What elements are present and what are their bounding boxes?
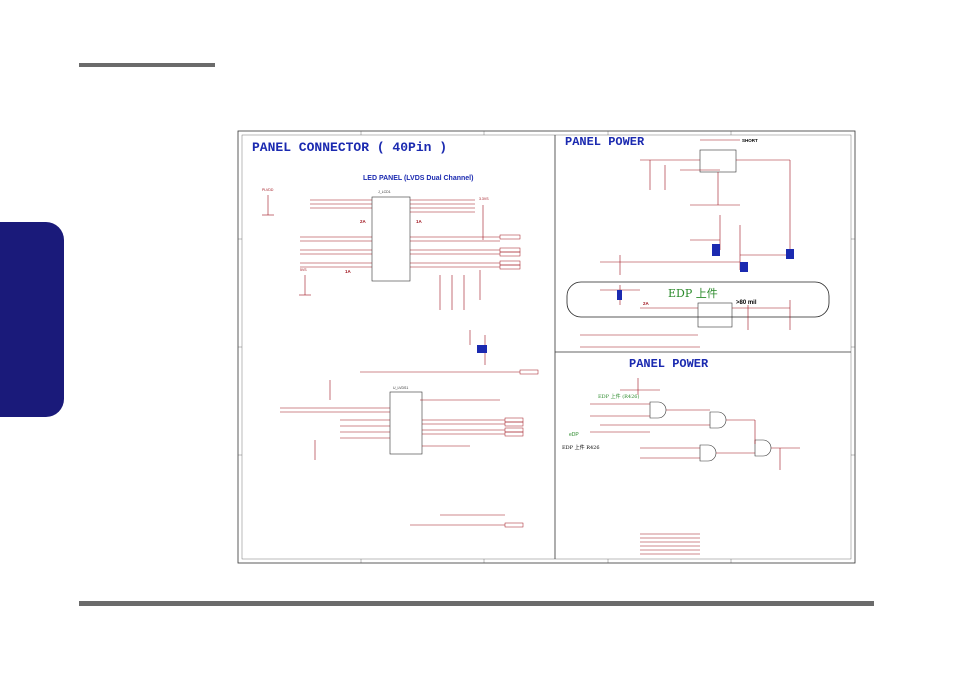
net-plvdd-label: PLVDD [262, 188, 274, 192]
net-3v3-label: 3.3VS [479, 197, 489, 201]
current-label-2a: 2A [360, 219, 366, 224]
short-label: SHORT [742, 138, 758, 143]
current-label-2a-edp: 2A [643, 301, 649, 306]
jumper-block [477, 345, 487, 353]
footer-rule [79, 601, 874, 606]
frame-ticks [238, 131, 855, 563]
power-mosfet-marks [617, 244, 794, 300]
lvds-ic-wires [280, 330, 520, 526]
edp-r426-small-note: EDP 上件 (R426) [598, 394, 640, 400]
panel-power-title-bottom: PANEL POWER [629, 357, 709, 371]
sheet-inner-frame [241, 134, 852, 560]
connector-refdes: J_LCD1 [378, 190, 391, 194]
current-label-1a: 1A [416, 219, 422, 224]
ic-net-flags [504, 369, 539, 528]
panel-connector-wires [262, 195, 500, 310]
sheet-frame [237, 130, 856, 564]
header-rule [79, 63, 215, 67]
net-5v-label: 5VS [300, 268, 307, 272]
chapter-side-tab [0, 222, 64, 417]
connector-net-flags [499, 234, 521, 270]
mil-note: >80 mil [736, 300, 757, 306]
lcd-connector-body [371, 196, 411, 282]
power-switch-ic [699, 149, 737, 173]
panel-power-bottom-wires [590, 378, 800, 555]
panel-power-top-wires [580, 139, 791, 348]
panel-power-title-top: PANEL POWER [565, 135, 645, 149]
current-label-1a-lower: 1A [345, 269, 351, 274]
edp-label: EDP 上件 [668, 287, 718, 300]
lvds-ic-body [389, 391, 423, 455]
edp-small-note: eDP [569, 432, 579, 438]
panel-connector-title: PANEL CONNECTOR ( 40Pin ) [252, 140, 448, 155]
edp-r426-note: EDP 上件 R426 [562, 445, 600, 451]
ic-refdes: U_LVDS1 [393, 386, 409, 390]
led-panel-caption: LED PANEL (LVDS Dual Channel) [363, 175, 474, 182]
